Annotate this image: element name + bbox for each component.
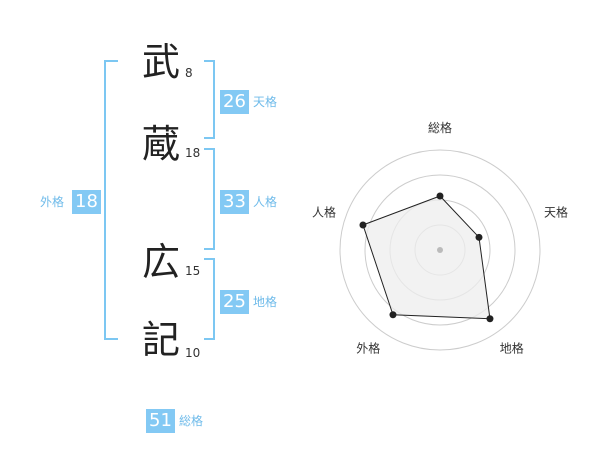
gaikaku-value-badge: 18 [72,190,101,214]
radar-grid-ring [339,149,541,351]
tenkaku-bracket [204,60,215,139]
radar-axis-label: 総格 [428,120,452,135]
chikaku-bracket [204,258,215,340]
stroke-count-3: 15 [185,264,201,278]
radar-axis-label: 地格 [500,341,524,356]
radar-point-3 [486,315,494,323]
radar-point-4 [389,311,397,319]
stroke-count-4: 10 [185,346,201,360]
radar-point-1 [436,192,444,200]
jinkaku-bracket [204,148,215,250]
gaikaku-bracket [104,60,118,340]
gaikaku-label: 外格 [40,195,65,209]
radar-value-polygon [362,195,491,320]
name-char-4: 記 [141,318,180,362]
soukaku-value-badge: 51 [146,409,175,433]
radar-axis-label: 人格 [312,204,336,219]
name-char-3: 広 [141,240,180,284]
stroke-count-2: 18 [185,146,201,160]
radar-point-5 [359,221,367,229]
chikaku-value-badge: 25 [220,290,249,314]
name-char-1: 武 [141,40,180,84]
chikaku-label: 地格 [253,295,278,309]
jinkaku-label: 人格 [253,195,278,209]
name-char-2: 蔵 [141,122,180,166]
radar-axis-label: 天格 [544,204,568,219]
radar-axis-label: 外格 [356,341,380,356]
radar-point-2 [475,233,483,241]
jinkaku-value-badge: 33 [220,190,249,214]
tenkaku-value-badge: 26 [220,90,249,114]
radar-center-dot [437,247,443,253]
tenkaku-label: 天格 [253,95,278,109]
stroke-count-1: 8 [185,66,193,80]
soukaku-label: 総格 [179,414,204,428]
radar-grid-ring [364,174,516,326]
